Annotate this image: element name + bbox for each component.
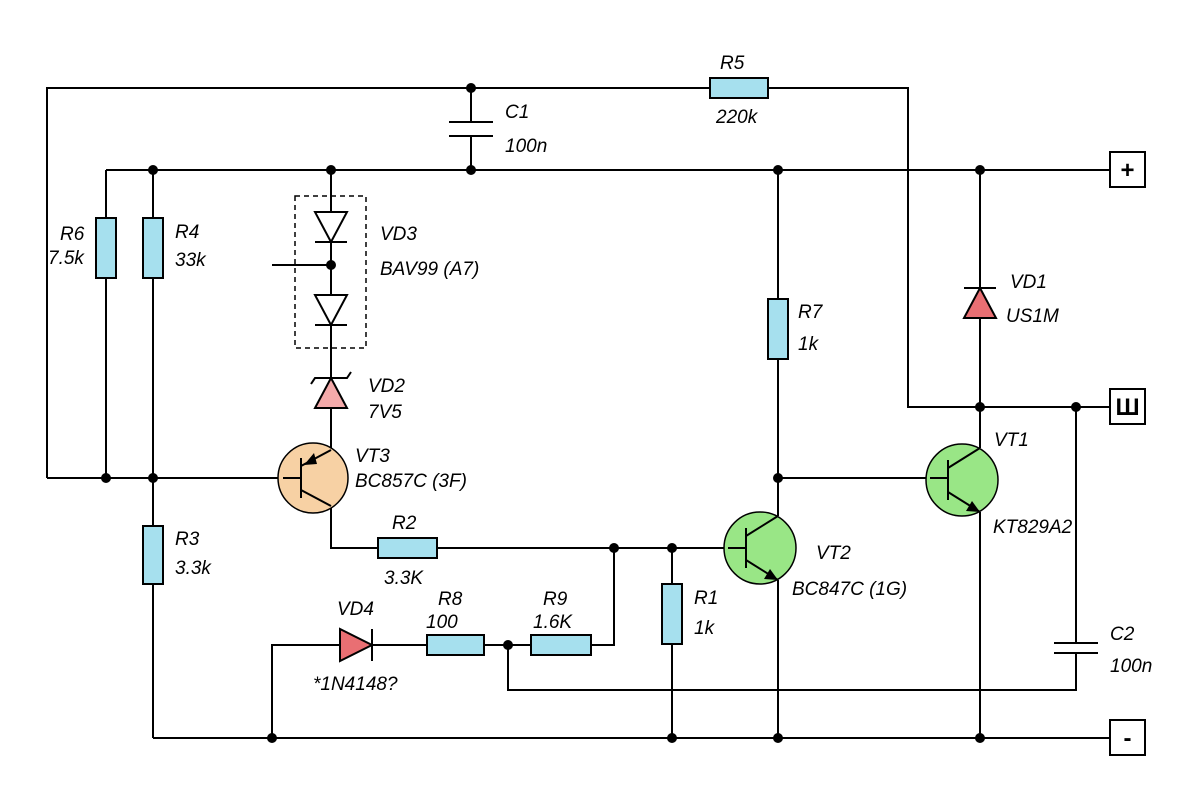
vd1-value: US1M <box>1006 306 1059 327</box>
r8-ref: R8 <box>438 589 463 610</box>
vd4-ref: VD4 <box>337 599 374 620</box>
junction-dot <box>1071 402 1081 412</box>
terminal-w: Ш <box>1109 388 1146 425</box>
vt2-ref: VT2 <box>816 543 851 564</box>
resistor-r5: R5 220k <box>709 53 769 128</box>
vt1-ref: VT1 <box>994 430 1029 451</box>
diode-vd3: VD3 BAV99 (A7) <box>294 195 479 349</box>
junction-dot <box>326 260 336 270</box>
r2-ref: R2 <box>392 513 417 534</box>
resistor-r1: R1 1k <box>661 583 718 645</box>
terminal-plus-label: + <box>1120 157 1134 184</box>
vt1-value: KT829A2 <box>993 517 1073 538</box>
terminal-w-label: Ш <box>1115 394 1139 421</box>
junction-dot <box>773 733 783 743</box>
r2-value: 3.3K <box>384 568 424 589</box>
vd2-value: 7V5 <box>368 402 402 423</box>
terminal-minus-label: - <box>1124 725 1132 752</box>
junction-dot <box>503 640 513 650</box>
resistor-r9: R9 1.6K <box>530 589 592 656</box>
r9-value: 1.6K <box>533 612 573 633</box>
r4-ref: R4 <box>175 222 199 243</box>
vd2-ref: VD2 <box>368 376 405 397</box>
resistor-r7: R7 1k <box>767 298 824 360</box>
terminal-plus: + <box>1109 151 1146 188</box>
resistor-r3: R3 3.3k <box>142 525 212 585</box>
c1-value: 100n <box>505 136 547 157</box>
junction-dot <box>267 733 277 743</box>
zener-vd2: VD2 7V5 <box>310 371 405 423</box>
transistor-vt3: VT3 BC857C (3F) <box>277 442 467 514</box>
diode-vd1: VD1 US1M <box>962 272 1059 327</box>
r1-ref: R1 <box>694 588 718 609</box>
r5-ref: R5 <box>720 53 745 74</box>
junction-dot <box>667 733 677 743</box>
vd3-ref: VD3 <box>380 224 417 245</box>
junction-dot <box>609 543 619 553</box>
c2-value: 100n <box>1110 656 1152 677</box>
resistor-r8: R8 100 <box>426 589 485 656</box>
resistor-r4: R4 33k <box>142 217 207 279</box>
r3-ref: R3 <box>175 529 200 550</box>
r7-value: 1k <box>798 334 820 355</box>
vd1-ref: VD1 <box>1010 272 1047 293</box>
junction-nodes <box>101 83 1081 743</box>
junction-dot <box>148 165 158 175</box>
transistor-vt2: VT2 BC847C (1G) <box>723 511 907 600</box>
resistor-r6: R6 7.5k <box>48 217 117 279</box>
vd4-value: *1N4148? <box>313 674 398 695</box>
capacitor-c2: C2 100n <box>1054 624 1152 677</box>
terminal-minus: - <box>1109 719 1146 756</box>
resistor-r2: R2 3.3K <box>377 513 438 589</box>
junction-dot <box>975 733 985 743</box>
r7-ref: R7 <box>798 302 824 323</box>
junction-dot <box>466 165 476 175</box>
junction-dot <box>773 165 783 175</box>
c1-ref: C1 <box>505 102 529 123</box>
junction-dot <box>466 83 476 93</box>
junction-dot <box>975 402 985 412</box>
vt3-value: BC857C (3F) <box>355 471 467 492</box>
r4-value: 33k <box>175 250 207 271</box>
diode-vd4: VD4 *1N4148? <box>313 599 398 695</box>
vt2-value: BC847C (1G) <box>792 579 907 600</box>
r6-value: 7.5k <box>48 248 85 269</box>
junction-dot <box>326 165 336 175</box>
junction-dot <box>667 543 677 553</box>
r8-value: 100 <box>426 612 458 633</box>
vd3-value: BAV99 (A7) <box>380 259 479 280</box>
c2-ref: C2 <box>1110 624 1135 645</box>
r5-value: 220k <box>715 107 759 128</box>
junction-dot <box>101 473 111 483</box>
junction-dot <box>148 473 158 483</box>
junction-dot <box>975 165 985 175</box>
r9-ref: R9 <box>543 589 568 610</box>
vt3-ref: VT3 <box>355 446 390 467</box>
r1-value: 1k <box>694 618 716 639</box>
vd3-package-outline <box>294 195 367 349</box>
transistor-vt1: VT1 KT829A2 <box>925 430 1073 538</box>
capacitor-c1: C1 100n <box>449 102 547 157</box>
junction-dot <box>773 473 783 483</box>
r3-value: 3.3k <box>175 558 212 579</box>
r6-ref: R6 <box>60 224 85 245</box>
